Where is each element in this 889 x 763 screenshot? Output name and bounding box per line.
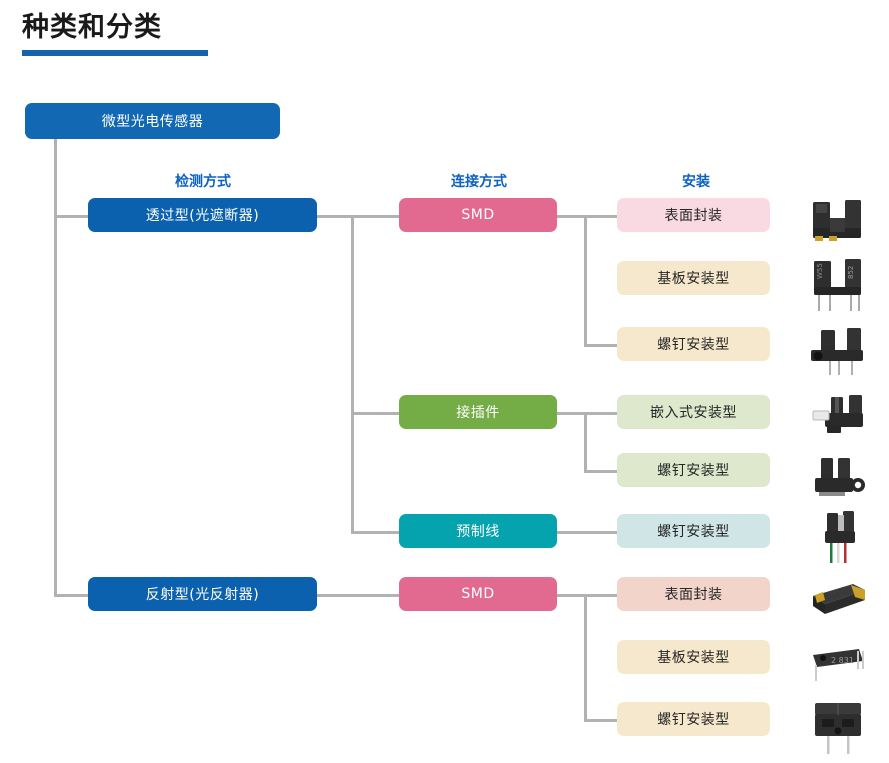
node-mount-screw-3[interactable]: 螺钉安装型 [617, 514, 770, 548]
column-header-connection: 连接方式 [451, 174, 507, 190]
column-header-detection: 检测方式 [175, 174, 231, 190]
node-label: 微型光电传感器 [101, 114, 204, 130]
node-root-micro-photosensor[interactable]: 微型光电传感器 [25, 103, 280, 139]
connector-connector-trunk [584, 412, 587, 473]
node-label: 预制线 [456, 524, 500, 540]
photo-screw-mount-reflective-sensor [805, 695, 871, 757]
photo-pcb-mount-slot-sensor: W55 852 [805, 255, 871, 317]
svg-text:2 831: 2 831 [831, 656, 854, 665]
photo-smd-reflective-sensor [805, 570, 871, 632]
connector-trunk-to-prewired [351, 531, 400, 534]
node-mount-embedded[interactable]: 嵌入式安装型 [617, 395, 770, 429]
node-label: SMD [461, 586, 495, 602]
connector-trunk-to-smd-top [351, 215, 400, 218]
connector-reflective-stub [316, 594, 400, 597]
photo-prewired-slot-sensor [805, 505, 871, 567]
svg-text:W55: W55 [816, 263, 824, 279]
connector-smd-bottom-trunk [584, 594, 587, 720]
connector-root-to-reflective [54, 594, 90, 597]
page-title: 种类和分类 [22, 12, 162, 43]
connector-connector-to-m5 [584, 470, 618, 473]
photo-embedded-connector-sensor [805, 385, 871, 447]
connector-smd-top-stub [556, 215, 587, 218]
node-label: 螺钉安装型 [657, 712, 730, 728]
column-header-mounting: 安装 [682, 174, 710, 190]
node-smd-top[interactable]: SMD [399, 198, 557, 232]
node-smd-bottom[interactable]: SMD [399, 577, 557, 611]
node-label: 螺钉安装型 [657, 463, 730, 479]
node-prewired[interactable]: 预制线 [399, 514, 557, 548]
connector-trunk-to-connector [351, 412, 400, 415]
node-mount-screw-4[interactable]: 螺钉安装型 [617, 702, 770, 736]
node-label: SMD [461, 207, 495, 223]
node-mount-screw-1[interactable]: 螺钉安装型 [617, 327, 770, 361]
connector-prewired-to-m6 [556, 531, 618, 534]
svg-text:852: 852 [847, 266, 855, 279]
connector-smd-bottom-stub [556, 594, 587, 597]
title-underline-rule [22, 50, 208, 56]
node-label: 表面封装 [664, 208, 723, 224]
photo-pcb-mount-reflective-sensor: 2 831 [805, 633, 871, 695]
node-mount-pcb-2[interactable]: 基板安装型 [617, 640, 770, 674]
node-mount-surface-package-2[interactable]: 表面封装 [617, 577, 770, 611]
node-label: 螺钉安装型 [657, 524, 730, 540]
node-label: 螺钉安装型 [657, 337, 730, 353]
node-label: 基板安装型 [657, 271, 730, 287]
node-mount-surface-package-1[interactable]: 表面封装 [617, 198, 770, 232]
connector-connector-to-m4 [584, 412, 618, 415]
connector-root-to-transmissive [54, 215, 90, 218]
node-label: 嵌入式安装型 [650, 405, 737, 421]
node-connector[interactable]: 接插件 [399, 395, 557, 429]
node-mount-screw-2[interactable]: 螺钉安装型 [617, 453, 770, 487]
connector-smd-bottom-to-m7 [584, 594, 618, 597]
node-label: 表面封装 [664, 587, 723, 603]
connector-root-trunk [54, 138, 57, 597]
connector-smd-top-to-m1 [584, 215, 618, 218]
connector-transmissive-trunk [351, 215, 354, 533]
node-reflective[interactable]: 反射型(光反射器) [88, 577, 317, 611]
photo-screw-mount-slot-sensor [805, 320, 871, 382]
connector-smd-top-to-m3 [584, 344, 618, 347]
node-label: 基板安装型 [657, 650, 730, 666]
node-transmissive[interactable]: 透过型(光遮断器) [88, 198, 317, 232]
node-label: 透过型(光遮断器) [145, 208, 260, 224]
connector-smd-bottom-to-m9 [584, 719, 618, 722]
node-mount-pcb-1[interactable]: 基板安装型 [617, 261, 770, 295]
connector-transmissive-stub [316, 215, 354, 218]
node-label: 反射型(光反射器) [145, 587, 260, 603]
node-label: 接插件 [456, 405, 500, 421]
photo-screw-mount-connector-sensor [805, 450, 871, 512]
photo-surface-mount-slot-sensor [805, 190, 871, 252]
connector-connector-stub [556, 412, 587, 415]
connector-smd-top-trunk [584, 215, 587, 345]
